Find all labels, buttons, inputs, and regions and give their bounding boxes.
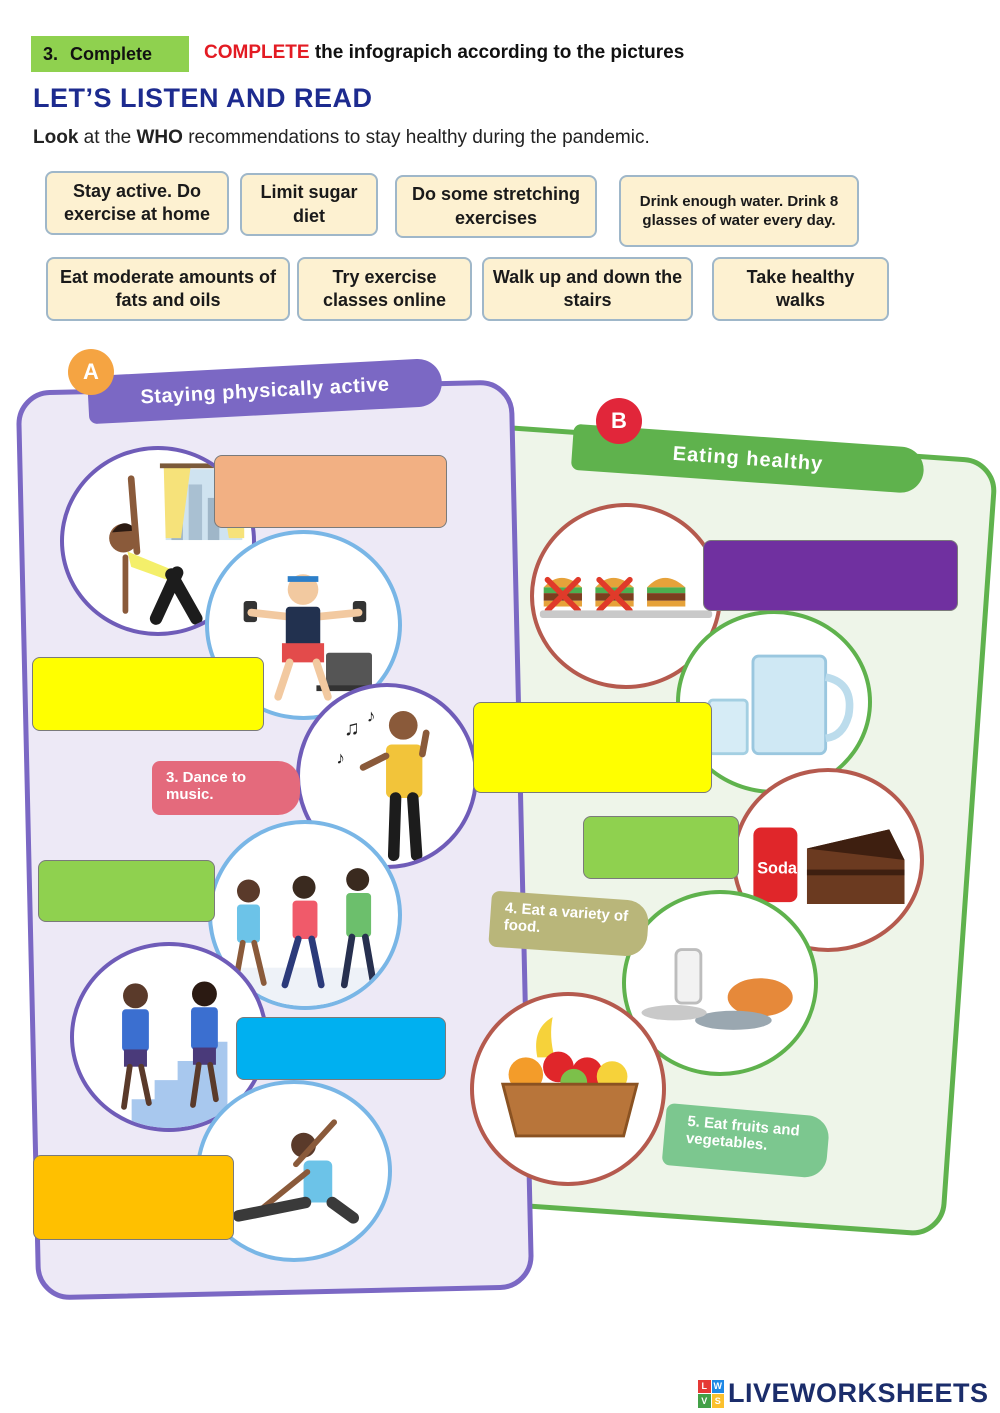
word-bank-chip[interactable]: Eat moderate amounts of fats and oils [46,257,290,321]
subtitle-at-the: at the [78,127,137,148]
task-number-chip: 3. Complete [31,36,189,72]
subtitle: Look at the WHO recommendations to stay … [33,127,650,149]
subtitle-rest: recommendations to stay healthy during t… [182,127,650,148]
logo-mark-letter: W [711,1379,724,1393]
dancing-boy-icon: ♫ ♪ ♪ [336,706,430,862]
svg-text:♪: ♪ [336,748,345,768]
fruits-vegetables-illustration [470,992,666,1186]
subtitle-who: WHO [136,127,183,148]
section-a-badge: A [68,349,114,395]
soda-cake-icon: Soda [753,827,905,904]
limit-sugar-illustration: Soda [732,768,924,952]
word-bank-chip[interactable]: Stay active. Do exercise at home [45,171,229,235]
water-jug-glass-icon [707,654,854,756]
dance-to-music-label: 3. Dance to music. [152,761,300,815]
task-number: 3. [43,43,59,64]
instruction-text: COMPLETE the infograpich according to th… [204,42,684,64]
answer-box-a4[interactable] [236,1017,446,1080]
liveworksheets-logo: L W V S LIVEWORKSHEETS [698,1378,989,1409]
word-bank-chip[interactable]: Try exercise classes online [297,257,472,321]
task-label: Complete [70,43,153,64]
instruction-rest: the infograpich according to the picture… [309,42,685,63]
logo-mark-letter: V [698,1394,711,1408]
word-bank-chip[interactable]: Walk up and down the stairs [482,257,693,321]
svg-text:♪: ♪ [367,706,376,726]
word-bank-chip[interactable]: Limit sugar diet [240,173,378,236]
fruit-basket-icon [500,1017,639,1138]
answer-box-a5[interactable] [33,1155,234,1240]
logo-text: LIVEWORKSHEETS [728,1378,989,1408]
stairs-boys-icon [121,981,228,1128]
answer-box-b1[interactable] [703,540,958,611]
section-b-badge: B [596,398,642,444]
logo-mark-letter: S [711,1394,724,1408]
burgers-crossed-icon [539,576,713,619]
dumbbell-boy-icon [243,574,380,701]
word-bank-chip[interactable]: Do some stretching exercises [395,175,597,238]
answer-box-a2[interactable] [32,657,264,731]
online-class-illustration [208,820,402,1010]
word-bank-chip[interactable]: Take healthy walks [712,257,889,321]
answer-box-a3[interactable] [38,860,215,922]
subtitle-look: Look [33,127,79,148]
eat-variety-label: 4. Eat a variety of food. [488,890,650,958]
svg-text:♫: ♫ [344,717,360,740]
stairs-walking-illustration [70,942,268,1132]
stretching-girl-icon [232,1119,360,1224]
instruction-keyword: COMPLETE [204,42,310,63]
answer-box-b3[interactable] [583,816,739,879]
answer-box-a1[interactable] [214,455,447,528]
page-title: LET’S LISTEN AND READ [33,83,373,113]
logo-mark-icon: L W V S [698,1379,724,1408]
soda-can-text: Soda [757,859,798,877]
answer-box-b2[interactable] [473,702,712,793]
word-bank-chip[interactable]: Drink enough water. Drink 8 glasses of w… [619,175,859,247]
variety-food-illustration [622,890,818,1076]
logo-mark-letter: L [698,1379,711,1393]
milk-chicken-fish-icon [641,948,793,1030]
